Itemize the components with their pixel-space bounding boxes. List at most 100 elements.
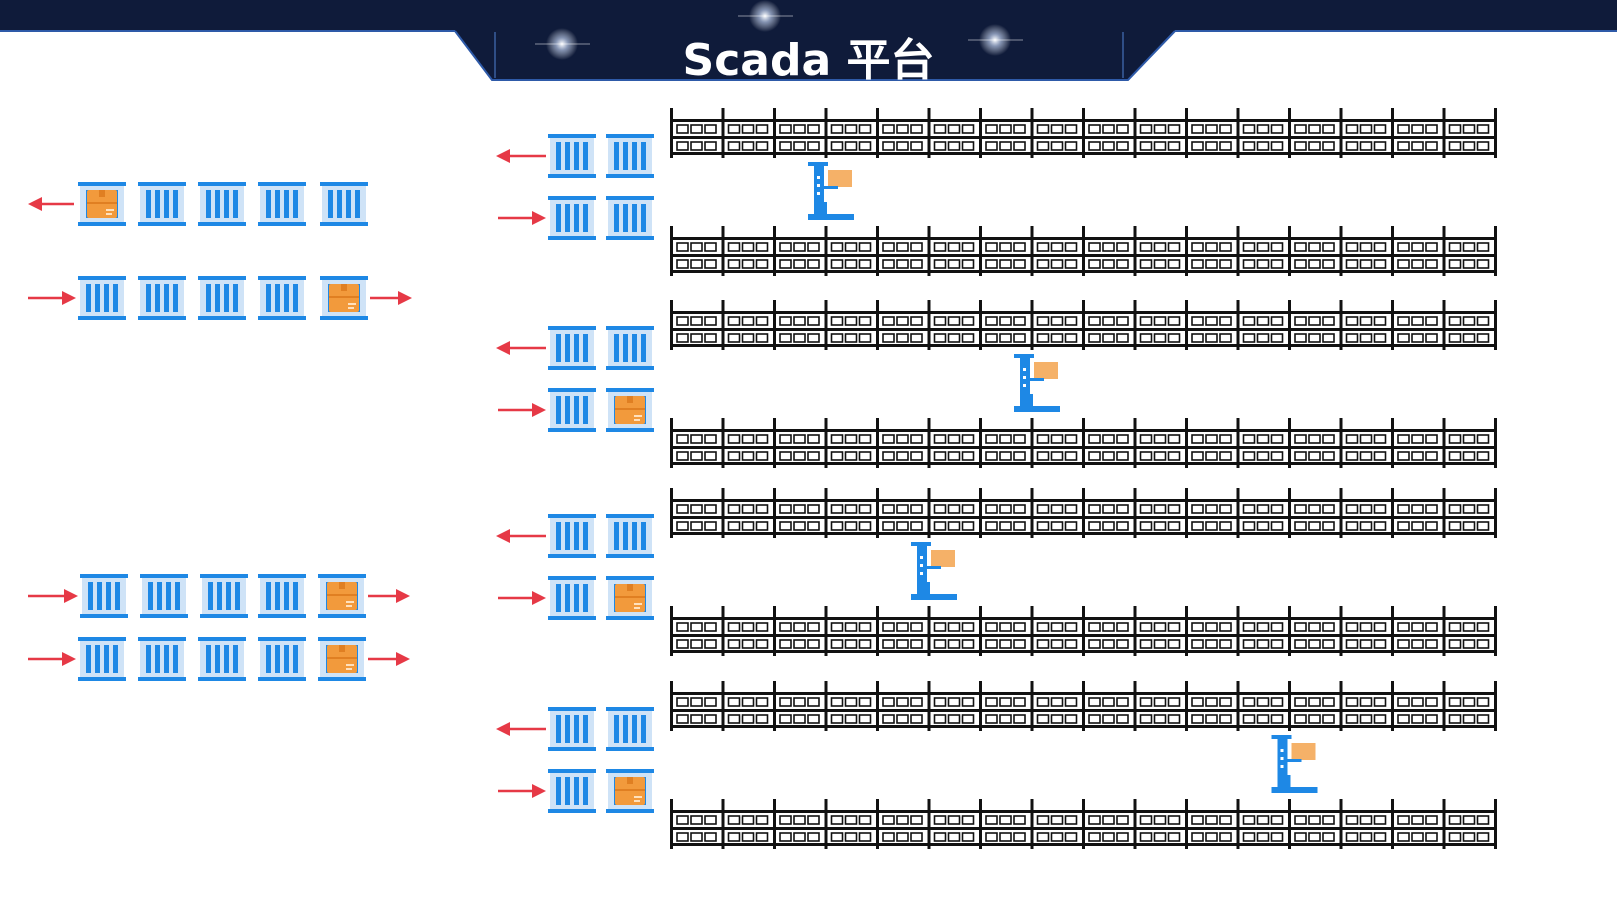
storage-rack-icon[interactable] bbox=[721, 799, 774, 849]
storage-rack-icon[interactable] bbox=[876, 226, 928, 276]
storage-rack-icon[interactable] bbox=[1236, 226, 1289, 276]
storage-rack-icon[interactable] bbox=[927, 226, 980, 276]
storage-rack-icon[interactable] bbox=[1133, 108, 1186, 158]
storage-rack-icon[interactable] bbox=[1288, 300, 1340, 350]
storage-rack-icon[interactable] bbox=[824, 681, 877, 731]
storage-rack-icon[interactable] bbox=[1082, 606, 1134, 656]
storage-rack-icon[interactable] bbox=[1288, 799, 1340, 849]
conveyor-roller-icon[interactable] bbox=[606, 514, 654, 558]
storage-rack-icon[interactable] bbox=[1236, 799, 1289, 849]
storage-rack-icon[interactable] bbox=[1030, 226, 1083, 276]
conveyor-roller-icon[interactable] bbox=[548, 576, 596, 620]
storage-rack-icon[interactable] bbox=[927, 108, 980, 158]
storage-rack-icon[interactable] bbox=[1339, 681, 1392, 731]
storage-rack-icon[interactable] bbox=[824, 108, 877, 158]
storage-rack-icon[interactable] bbox=[876, 799, 928, 849]
storage-rack-icon[interactable] bbox=[721, 418, 774, 468]
storage-rack-icon[interactable] bbox=[1082, 226, 1134, 276]
storage-rack-icon[interactable] bbox=[1391, 488, 1443, 538]
storage-rack-icon[interactable] bbox=[1442, 606, 1495, 656]
conveyor-roller-icon[interactable] bbox=[258, 182, 306, 226]
storage-rack-icon[interactable] bbox=[1339, 300, 1392, 350]
storage-rack-icon[interactable] bbox=[670, 300, 722, 350]
conveyor-roller-icon[interactable] bbox=[138, 276, 186, 320]
storage-rack-icon[interactable] bbox=[979, 226, 1031, 276]
storage-rack-icon[interactable] bbox=[1442, 681, 1495, 731]
storage-rack-icon[interactable] bbox=[824, 799, 877, 849]
storage-rack-icon[interactable] bbox=[1133, 418, 1186, 468]
storage-rack-icon[interactable] bbox=[1236, 418, 1289, 468]
storage-rack-icon[interactable] bbox=[1442, 300, 1495, 350]
conveyor-roller-icon[interactable] bbox=[198, 182, 246, 226]
storage-rack-icon[interactable] bbox=[1288, 606, 1340, 656]
storage-rack-icon[interactable] bbox=[1288, 108, 1340, 158]
conveyor-roller-icon[interactable] bbox=[606, 576, 654, 620]
storage-rack-icon[interactable] bbox=[979, 300, 1031, 350]
storage-rack-icon[interactable] bbox=[876, 488, 928, 538]
conveyor-roller-icon[interactable] bbox=[318, 574, 366, 618]
conveyor-roller-icon[interactable] bbox=[78, 276, 126, 320]
storage-rack-icon[interactable] bbox=[773, 681, 825, 731]
storage-rack-icon[interactable] bbox=[1133, 488, 1186, 538]
storage-rack-icon[interactable] bbox=[1236, 108, 1289, 158]
storage-rack-icon[interactable] bbox=[1185, 488, 1237, 538]
conveyor-roller-icon[interactable] bbox=[258, 637, 306, 681]
storage-rack-icon[interactable] bbox=[1442, 799, 1495, 849]
conveyor-roller-icon[interactable] bbox=[548, 388, 596, 432]
conveyor-roller-icon[interactable] bbox=[548, 514, 596, 558]
storage-rack-icon[interactable] bbox=[1030, 418, 1083, 468]
storage-rack-icon[interactable] bbox=[1030, 108, 1083, 158]
storage-rack-icon[interactable] bbox=[1030, 799, 1083, 849]
storage-rack-icon[interactable] bbox=[773, 300, 825, 350]
storage-rack-icon[interactable] bbox=[1185, 300, 1237, 350]
storage-rack-icon[interactable] bbox=[721, 300, 774, 350]
storage-rack-icon[interactable] bbox=[824, 418, 877, 468]
storage-rack-icon[interactable] bbox=[773, 108, 825, 158]
storage-rack-icon[interactable] bbox=[1391, 108, 1443, 158]
storage-rack-icon[interactable] bbox=[927, 488, 980, 538]
conveyor-roller-icon[interactable] bbox=[548, 707, 596, 751]
storage-rack-icon[interactable] bbox=[1185, 799, 1237, 849]
storage-rack-icon[interactable] bbox=[1030, 681, 1083, 731]
storage-rack-icon[interactable] bbox=[927, 418, 980, 468]
conveyor-roller-icon[interactable] bbox=[606, 134, 654, 178]
conveyor-roller-icon[interactable] bbox=[606, 707, 654, 751]
conveyor-roller-icon[interactable] bbox=[548, 134, 596, 178]
conveyor-roller-icon[interactable] bbox=[78, 637, 126, 681]
storage-rack-icon[interactable] bbox=[670, 681, 722, 731]
stacker-crane-icon[interactable] bbox=[911, 542, 957, 600]
conveyor-roller-icon[interactable] bbox=[140, 574, 188, 618]
conveyor-roller-icon[interactable] bbox=[80, 574, 128, 618]
storage-rack-icon[interactable] bbox=[721, 226, 774, 276]
storage-rack-icon[interactable] bbox=[1339, 799, 1392, 849]
conveyor-roller-icon[interactable] bbox=[138, 637, 186, 681]
storage-rack-icon[interactable] bbox=[721, 108, 774, 158]
storage-rack-icon[interactable] bbox=[1288, 418, 1340, 468]
storage-rack-icon[interactable] bbox=[721, 606, 774, 656]
conveyor-roller-icon[interactable] bbox=[606, 326, 654, 370]
storage-rack-icon[interactable] bbox=[1339, 418, 1392, 468]
storage-rack-icon[interactable] bbox=[1339, 108, 1392, 158]
storage-rack-icon[interactable] bbox=[1185, 681, 1237, 731]
conveyor-roller-icon[interactable] bbox=[258, 276, 306, 320]
storage-rack-icon[interactable] bbox=[1442, 418, 1495, 468]
storage-rack-icon[interactable] bbox=[979, 799, 1031, 849]
storage-rack-icon[interactable] bbox=[1442, 226, 1495, 276]
conveyor-roller-icon[interactable] bbox=[138, 182, 186, 226]
storage-rack-icon[interactable] bbox=[670, 418, 722, 468]
storage-rack-icon[interactable] bbox=[1185, 418, 1237, 468]
storage-rack-icon[interactable] bbox=[1236, 606, 1289, 656]
conveyor-roller-icon[interactable] bbox=[548, 326, 596, 370]
storage-rack-icon[interactable] bbox=[1339, 488, 1392, 538]
storage-rack-icon[interactable] bbox=[1030, 488, 1083, 538]
conveyor-roller-icon[interactable] bbox=[606, 196, 654, 240]
storage-rack-icon[interactable] bbox=[721, 488, 774, 538]
storage-rack-icon[interactable] bbox=[1082, 418, 1134, 468]
conveyor-roller-icon[interactable] bbox=[198, 637, 246, 681]
storage-rack-icon[interactable] bbox=[1030, 300, 1083, 350]
storage-rack-icon[interactable] bbox=[979, 108, 1031, 158]
storage-rack-icon[interactable] bbox=[876, 606, 928, 656]
storage-rack-icon[interactable] bbox=[1339, 606, 1392, 656]
conveyor-roller-icon[interactable] bbox=[320, 276, 368, 320]
storage-rack-icon[interactable] bbox=[1133, 606, 1186, 656]
